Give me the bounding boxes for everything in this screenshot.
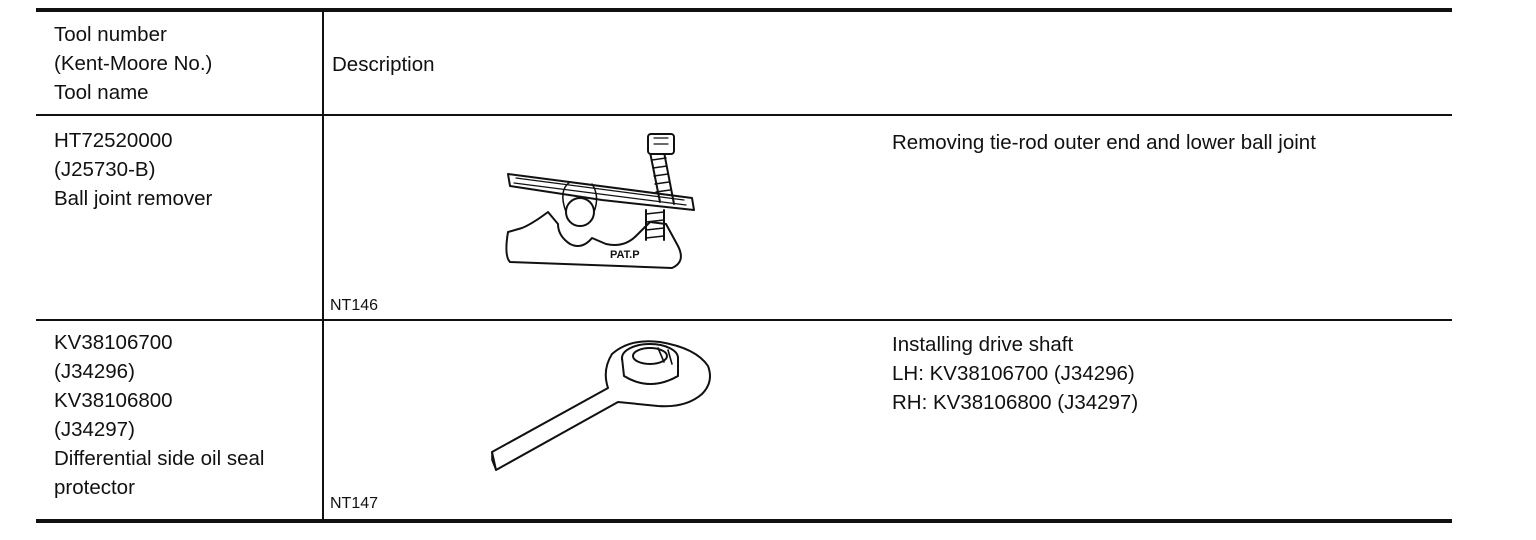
header-tool-line: Tool name [54, 81, 149, 104]
row-separator-rule [36, 319, 1452, 321]
row-1-tool-line: (J25730-B) [54, 158, 156, 181]
row-2-tool-line: KV38106800 [54, 389, 173, 412]
row-2-tool-line: (J34297) [54, 418, 135, 441]
row-1-figure-code: NT146 [330, 297, 379, 314]
row-1-tool-line: HT72520000 [54, 129, 173, 152]
row-2-tool-line: (J34296) [54, 360, 135, 383]
row-2-description-line: RH: KV38106800 (J34297) [892, 391, 1139, 414]
row-1-description: Removing tie-rod outer end and lower bal… [892, 128, 1316, 157]
ball-joint-remover-illustration: PAT.P [505, 133, 695, 269]
pat-p-stamp: PAT.P [610, 249, 640, 261]
row-1-description-line: Removing tie-rod outer end and lower bal… [892, 131, 1316, 154]
row-1-tool-cell: HT72520000 (J25730-B) Ball joint remover [54, 126, 212, 213]
row-2-description-line: Installing drive shaft [892, 333, 1074, 356]
header-tool-line: Tool number [54, 23, 167, 46]
row-2-tool-cell: KV38106700 (J34296) KV38106800 (J34297) … [54, 328, 264, 502]
header-column-divider [322, 12, 324, 114]
header-bottom-rule [36, 114, 1452, 116]
row-2-description-line: LH: KV38106700 (J34296) [892, 362, 1135, 385]
row-1-tool-line: Ball joint remover [54, 187, 213, 210]
row-2-tool-line: Differential side oil seal [54, 447, 265, 470]
row-2-column-divider [322, 321, 324, 519]
row-2-figure-code: NT147 [330, 495, 379, 512]
table-bottom-rule [36, 519, 1452, 523]
oil-seal-protector-illustration [491, 340, 711, 471]
row-1-column-divider [322, 116, 324, 319]
row-2-tool-line: KV38106700 [54, 331, 173, 354]
header-tool-column: Tool number (Kent-Moore No.) Tool name [54, 20, 212, 107]
header-tool-line: (Kent-Moore No.) [54, 52, 213, 75]
row-2-description: Installing drive shaft LH: KV38106700 (J… [892, 330, 1138, 417]
header-description: Description [332, 53, 435, 76]
row-2-tool-line: protector [54, 476, 135, 499]
table-top-rule [36, 8, 1452, 12]
